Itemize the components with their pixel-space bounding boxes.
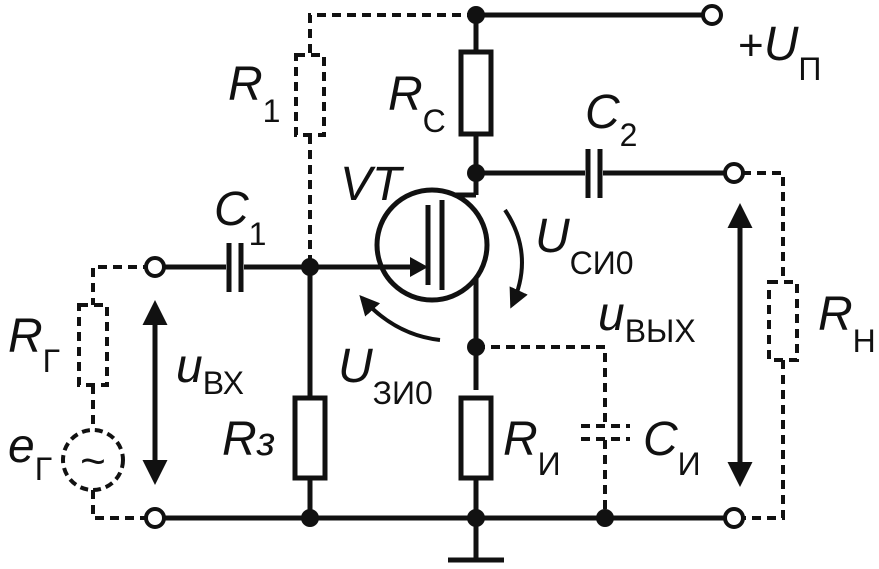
terminal-input-ground bbox=[144, 507, 166, 529]
terminal-supply bbox=[701, 4, 723, 26]
resistor-rg bbox=[77, 303, 109, 387]
label-ci: CИ bbox=[643, 413, 701, 482]
label-r1: R1 bbox=[228, 58, 280, 129]
label-supply-voltage: +UП bbox=[738, 18, 821, 87]
label-rg: RГ bbox=[8, 310, 60, 379]
capacitor-c1 bbox=[226, 243, 244, 292]
label-usi0: UСИ0 bbox=[535, 210, 634, 281]
resistor-ri bbox=[458, 395, 494, 481]
label-rc: RС bbox=[388, 68, 446, 139]
capacitor-c2 bbox=[585, 149, 603, 198]
label-vt: VT bbox=[340, 158, 405, 211]
junctions bbox=[301, 6, 614, 527]
label-uvyh: uВЫХ bbox=[598, 288, 696, 349]
label-rn: RН bbox=[818, 288, 876, 359]
label-r3: Rз bbox=[222, 413, 275, 466]
resistor-r3 bbox=[292, 395, 328, 481]
resistor-r1 bbox=[294, 53, 326, 137]
generator-tilde-symbol: ~ bbox=[80, 437, 106, 486]
signal-generator: ~ bbox=[61, 428, 125, 492]
resistor-rc bbox=[458, 49, 494, 137]
resistor-rn bbox=[767, 280, 799, 362]
label-c2: C2 bbox=[585, 86, 637, 153]
terminal-input bbox=[144, 256, 166, 278]
capacitor-ci bbox=[581, 424, 630, 441]
terminals bbox=[144, 4, 745, 529]
label-ri: RИ bbox=[503, 413, 561, 482]
usi0-curved-arrow bbox=[503, 208, 528, 309]
terminal-output bbox=[723, 162, 745, 184]
transistor-vt bbox=[372, 187, 490, 303]
label-uzi0: UЗИ0 bbox=[338, 340, 433, 411]
label-uvh: uВХ bbox=[176, 340, 244, 401]
label-c1: C1 bbox=[214, 183, 266, 252]
terminal-output-ground bbox=[723, 507, 745, 529]
uzi0-curved-arrow bbox=[359, 295, 441, 342]
dashed-wires bbox=[91, 13, 785, 520]
label-eg: eГ bbox=[8, 420, 52, 487]
